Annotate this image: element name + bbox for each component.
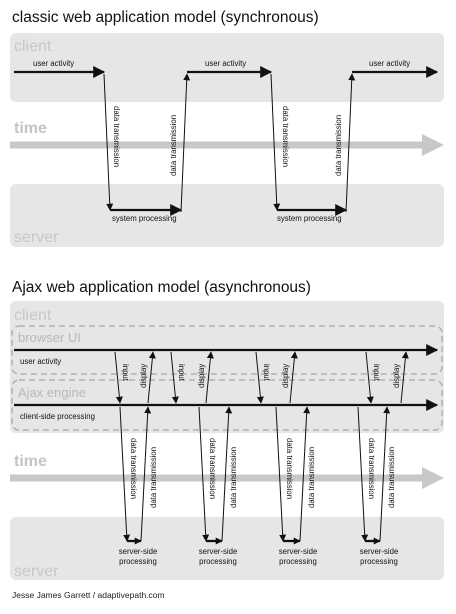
ajax-processing-label-2: processing [199,557,237,566]
ajax-display-label-4: display [392,364,401,388]
ajax-input-label-4: input [372,364,381,382]
ajax-server-band [10,517,444,580]
ajax-input-label-3: input [262,364,271,382]
browser-ui-box [11,325,443,375]
ajax-transmission-label-7: data transmission [367,438,376,499]
ajax-display-arrow-3 [289,351,298,404]
classic-system-processing-label-2: system processing [277,214,342,223]
ajax-transmission-label-8: data transmission [387,447,396,508]
ajax-transmission-up-3 [299,406,311,542]
ajax-transmission-up-1 [140,406,152,542]
ajax-time-label: time [14,453,47,470]
classic-transmission-label-3: data transmission [281,106,290,167]
credit-text: Jesse James Garrett / adaptivepath.com [12,590,165,600]
ajax-server-side-label-1: server-side [119,547,158,556]
ajax-processing-label-3: processing [279,557,317,566]
ajax-client-processing-label: client-side processing [20,412,95,421]
classic-model-title: classic web application model (synchrono… [12,9,319,26]
ajax-engine-box [11,379,443,431]
ajax-processing-label-1: processing [119,557,157,566]
classic-user-activity-label-2: user activity [205,59,246,68]
ajax-processing-label-4: processing [360,557,398,566]
ajax-transmission-up-4 [379,406,391,542]
classic-client-label: client [14,38,52,55]
ajax-transmission-label-1: data transmission [129,438,138,499]
ajax-input-label-2: input [177,364,186,382]
ajax-transmission-label-5: data transmission [285,438,294,499]
classic-transmission-up-2 [345,73,356,213]
ajax-client-label: client [14,307,52,324]
ajax-display-label-1: display [139,364,148,388]
ajax-input-arrow-4 [365,351,374,404]
ajax-user-activity-label: user activity [20,357,61,366]
ajax-time-arrowhead [422,467,444,489]
ajax-display-arrow-1 [147,351,156,404]
ajax-server-side-label-4: server-side [360,547,399,556]
ajax-display-label-2: display [197,364,206,388]
ajax-display-arrow-4 [400,351,409,404]
ajax-input-arrow-3 [255,351,264,404]
ajax-input-label-1: input [121,364,130,382]
browser-ui-label: browser UI [18,330,81,345]
ajax-model-title: Ajax web application model (asynchronous… [12,279,311,296]
classic-server-band [10,184,444,247]
classic-transmission-label-4: data transmission [334,115,343,176]
ajax-display-label-3: display [281,364,290,388]
classic-transmission-down-2 [270,73,281,211]
classic-system-processing-label-1: system processing [112,214,177,223]
ajax-server-side-label-2: server-side [199,547,238,556]
ajax-server-label: server [14,563,59,580]
classic-transmission-label-2: data transmission [169,115,178,176]
ajax-transmission-up-2 [221,406,233,542]
classic-client-band [10,33,444,102]
ajax-input-arrow-2 [170,351,179,404]
classic-time-label: time [14,120,47,137]
ajax-transmission-label-6: data transmission [307,447,316,508]
ajax-display-arrow-2 [205,351,214,404]
ajax-transmission-label-4: data transmission [229,447,238,508]
ajax-engine-label: Ajax engine [18,385,86,400]
classic-transmission-up-1 [180,73,191,213]
classic-transmission-label-1: data transmission [112,106,121,167]
ajax-server-side-label-3: server-side [279,547,318,556]
classic-time-arrowhead [422,134,444,156]
classic-user-activity-label-1: user activity [33,59,74,68]
classic-user-activity-label-3: user activity [369,59,410,68]
ajax-transmission-down-2 [198,406,210,542]
ajax-transmission-down-4 [357,406,369,542]
classic-transmission-down-1 [103,73,114,211]
ajax-input-arrow-1 [114,351,123,404]
classic-server-label: server [14,229,59,246]
ajax-transmission-down-3 [275,406,287,542]
ajax-transmission-label-2: data transmission [149,447,158,508]
ajax-transmission-label-3: data transmission [208,438,217,499]
ajax-transmission-down-1 [119,406,131,542]
